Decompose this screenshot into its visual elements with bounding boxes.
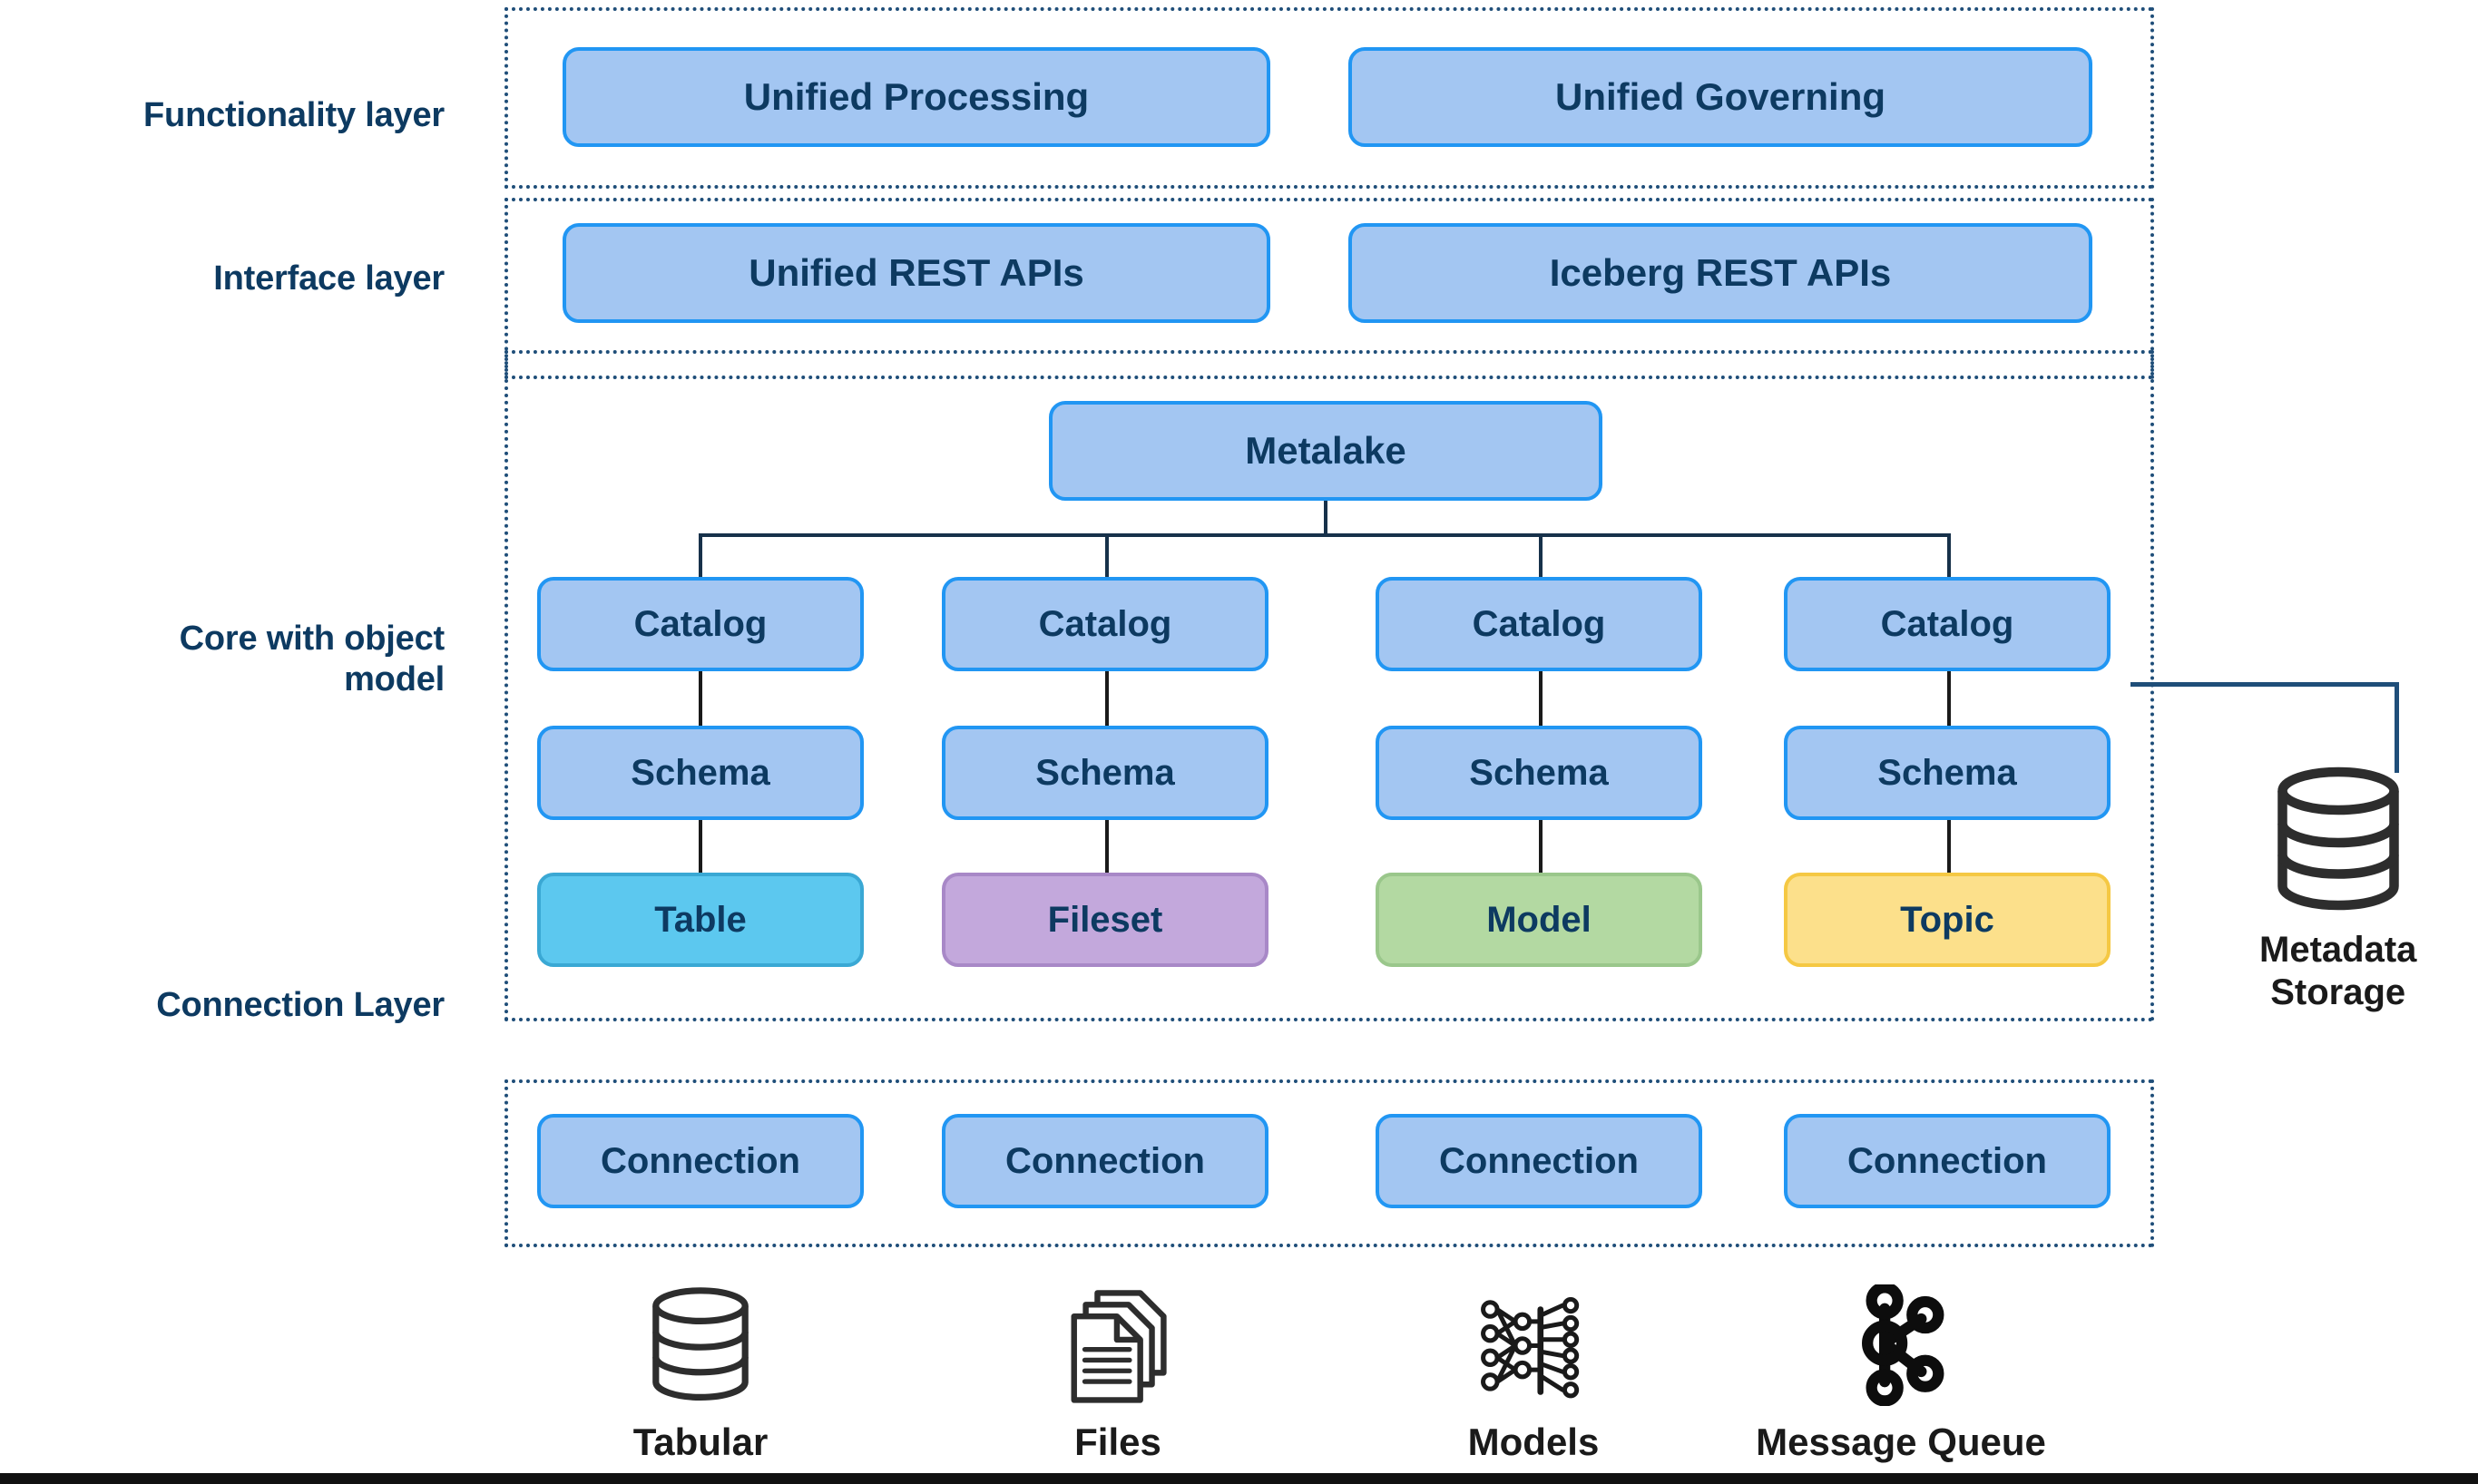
source-label-files: Files [1074,1421,1161,1463]
connector-bus-to-catalog-2 [1105,533,1109,586]
source-tabular: Tabular [528,1279,873,1464]
layer-label-functionality: Functionality layer [143,96,445,134]
source-label-models: Models [1467,1421,1600,1463]
connection-layer-container [504,1079,2154,1247]
bottom-divider [0,1473,2478,1484]
node-graph-icon [1850,1279,1952,1406]
connector-schema-1-to-leaf-1 [699,820,702,876]
connector-core-to-storage-horizontal [2130,682,2399,687]
connection-box-2[interactable]: Connection [942,1114,1268,1208]
source-files: Files [945,1279,1290,1464]
core-box-fileset[interactable]: Fileset [942,873,1268,967]
connector-catalog-1-to-schema-1 [699,671,702,727]
connector-schema-4-to-leaf-4 [1947,820,1951,876]
connector-core-to-storage-vertical [2395,682,2399,773]
interface-box-iceberg-rest-apis[interactable]: Iceberg REST APIs [1348,223,2092,323]
source-models: Models [1361,1279,1706,1464]
interface-box-unified-rest-apis[interactable]: Unified REST APIs [563,223,1270,323]
core-box-topic[interactable]: Topic [1784,873,2111,967]
connector-catalog-3-to-schema-3 [1539,671,1543,727]
core-box-metalake[interactable]: Metalake [1049,401,1602,501]
stacked-documents-icon [1064,1279,1171,1406]
database-cylinder-icon [646,1279,755,1406]
layer-label-core: Core with object model [36,619,446,700]
metadata-storage: Metadata Storage [2259,766,2416,1014]
connector-schema-3-to-leaf-3 [1539,820,1543,876]
functionality-layer-container [504,7,2154,189]
core-box-schema-1[interactable]: Schema [537,726,864,820]
connection-box-1[interactable]: Connection [537,1114,864,1208]
connector-bus-to-catalog-1 [699,533,702,586]
core-box-schema-2[interactable]: Schema [942,726,1268,820]
core-box-schema-4[interactable]: Schema [1784,726,2111,820]
core-box-catalog-1[interactable]: Catalog [537,577,864,671]
core-box-catalog-2[interactable]: Catalog [942,577,1268,671]
core-box-model[interactable]: Model [1376,873,1702,967]
neural-network-icon [1478,1279,1589,1406]
connector-catalog-bus [699,533,1951,537]
layer-label-interface: Interface layer [213,259,445,298]
core-box-schema-3[interactable]: Schema [1376,726,1702,820]
metadata-storage-caption: Metadata Storage [2259,930,2417,1013]
connector-schema-2-to-leaf-2 [1105,820,1109,876]
core-box-table[interactable]: Table [537,873,864,967]
layer-label-core-line1: Core with object [179,620,446,658]
connector-catalog-4-to-schema-4 [1947,671,1951,727]
core-box-catalog-4[interactable]: Catalog [1784,577,2111,671]
core-box-catalog-3[interactable]: Catalog [1376,577,1702,671]
connection-box-3[interactable]: Connection [1376,1114,1702,1208]
layer-label-connection: Connection Layer [156,986,445,1024]
functionality-box-unified-processing[interactable]: Unified Processing [563,47,1270,147]
functionality-box-unified-governing[interactable]: Unified Governing [1348,47,2092,147]
source-message-queue: Message Queue [1729,1279,2073,1464]
connector-catalog-2-to-schema-2 [1105,671,1109,727]
layer-label-core-line2: model [344,659,445,698]
database-cylinder-icon [2270,766,2406,916]
connection-box-4[interactable]: Connection [1784,1114,2111,1208]
source-label-tabular: Tabular [632,1421,769,1463]
connector-bus-to-catalog-3 [1539,533,1543,586]
connector-metalake-stem [1324,501,1327,535]
connector-bus-to-catalog-4 [1947,533,1951,586]
interface-layer-container [504,198,2154,379]
source-label-message-queue: Message Queue [1756,1421,2046,1463]
